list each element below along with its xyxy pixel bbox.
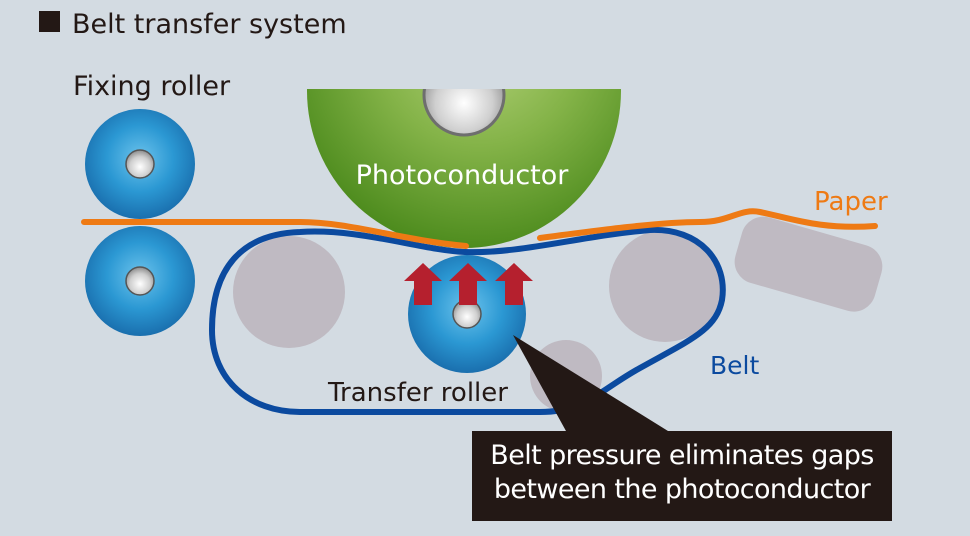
up-arrow-icon xyxy=(449,263,487,305)
idler-roller-right xyxy=(609,230,721,342)
callout-pointer xyxy=(513,335,668,431)
paper-label: Paper xyxy=(814,187,888,217)
photoconductor-label: Photoconductor xyxy=(356,160,570,191)
up-arrow-icon xyxy=(404,263,442,305)
transfer-roller xyxy=(408,255,526,373)
diagram-title: Belt transfer system xyxy=(72,9,347,40)
fixing-roller-label: Fixing roller xyxy=(73,71,231,102)
callout-text: Belt pressure eliminates gaps between th… xyxy=(472,431,892,521)
callout-line-2: between the photoconductor xyxy=(493,474,871,505)
square-bullet-icon xyxy=(39,11,60,32)
fixing-roller-top xyxy=(85,109,195,219)
callout-box xyxy=(472,431,892,521)
photoconductor-drum xyxy=(307,89,621,248)
paper-guide-pad xyxy=(734,216,883,312)
idler-roller-left xyxy=(233,236,345,348)
belt-label: Belt xyxy=(710,351,759,380)
photoconductor-hub xyxy=(422,89,506,137)
paper-path-left xyxy=(81,219,469,249)
up-arrow-icon xyxy=(495,263,533,305)
callout-line-1: Belt pressure eliminates gaps xyxy=(490,440,874,471)
fixing-roller-bottom xyxy=(85,226,195,336)
transfer-roller-label: Transfer roller xyxy=(327,378,508,408)
paper-path-right xyxy=(537,208,878,241)
pressure-arrows xyxy=(404,263,533,305)
transfer-belt xyxy=(208,226,726,415)
